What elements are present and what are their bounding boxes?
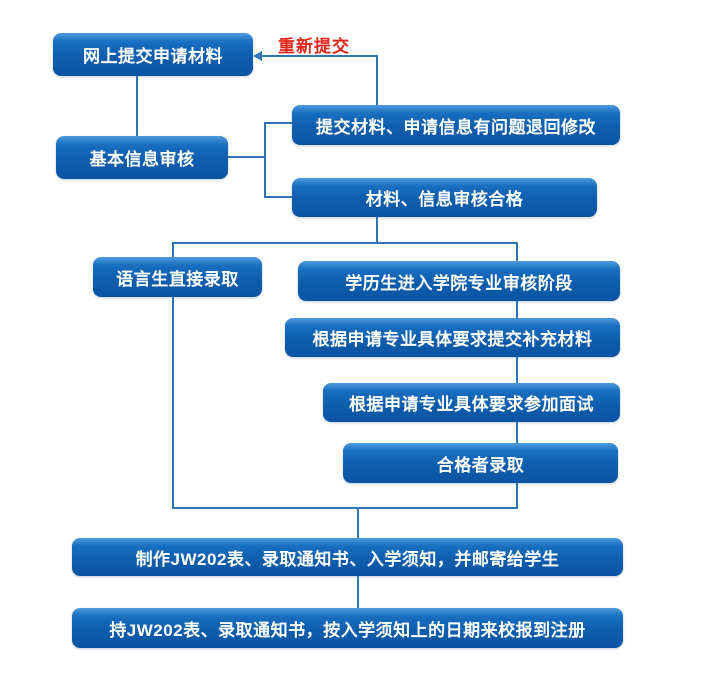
connector: [172, 507, 518, 509]
node-return-modify: 提交材料、申请信息有问题退回修改: [292, 105, 620, 145]
node-make-documents: 制作JW202表、录取通知书、入学须知，并邮寄给学生: [72, 538, 623, 576]
node-submit-online: 网上提交申请材料: [53, 33, 253, 76]
node-interview: 根据申请专业具体要求参加面试: [323, 383, 620, 422]
node-degree-review: 学历生进入学院专业审核阶段: [298, 261, 620, 301]
node-qualified-admit: 合格者录取: [343, 443, 618, 483]
connector: [516, 242, 518, 261]
connector: [264, 122, 292, 124]
node-basic-review: 基本信息审核: [56, 136, 228, 179]
node-review-pass: 材料、信息审核合格: [292, 178, 597, 217]
connector: [516, 483, 518, 509]
connector: [516, 422, 518, 443]
connector: [516, 357, 518, 383]
connector: [357, 507, 359, 538]
connector: [172, 242, 518, 244]
arrow-left-icon: [253, 51, 262, 61]
connector: [516, 301, 518, 318]
connector: [376, 217, 378, 244]
connector: [264, 122, 266, 198]
connector: [261, 55, 378, 57]
connector: [136, 76, 138, 136]
connector: [376, 55, 378, 105]
connector: [357, 576, 359, 608]
node-language-admit: 语言生直接录取: [93, 257, 262, 297]
resubmit-label: 重新提交: [278, 37, 350, 56]
connector: [172, 242, 174, 257]
connector: [172, 297, 174, 509]
node-supplement-materials: 根据申请专业具体要求提交补充材料: [285, 318, 620, 357]
connector: [228, 156, 266, 158]
connector: [264, 196, 292, 198]
node-register: 持JW202表、录取通知书，按入学须知上的日期来校报到注册: [72, 608, 623, 648]
